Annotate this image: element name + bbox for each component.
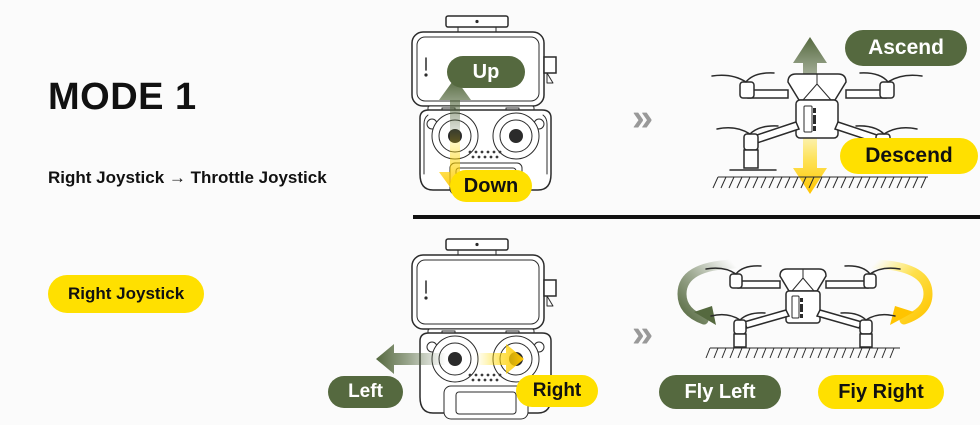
label-fly-right: Fiy Right [818, 375, 944, 409]
mode-subtitle: Right Joystick → Throttle Joystick [48, 168, 327, 187]
label-down: Down [450, 170, 532, 202]
label-left: Left [328, 376, 403, 408]
label-up: Up [447, 56, 525, 88]
label-fly-left: Fly Left [659, 375, 781, 409]
controller-roll-illustration [376, 237, 573, 422]
fly-left-curve [677, 259, 739, 325]
fly-right-curve [869, 259, 933, 325]
label-right: Right [516, 375, 598, 407]
double-chevron-right-icon: » [632, 313, 654, 355]
label-ascend: Ascend [845, 30, 967, 66]
label-descend: Descend [840, 138, 978, 174]
page-title: MODE 1 [48, 76, 197, 118]
drone-roll-illustration [662, 250, 962, 370]
row-divider [413, 215, 980, 219]
right-joystick-badge: Right Joystick [48, 275, 205, 313]
up-arrow [439, 78, 471, 144]
double-chevron-right-icon: » [632, 97, 654, 139]
drone-ascend-illustration [700, 22, 950, 202]
